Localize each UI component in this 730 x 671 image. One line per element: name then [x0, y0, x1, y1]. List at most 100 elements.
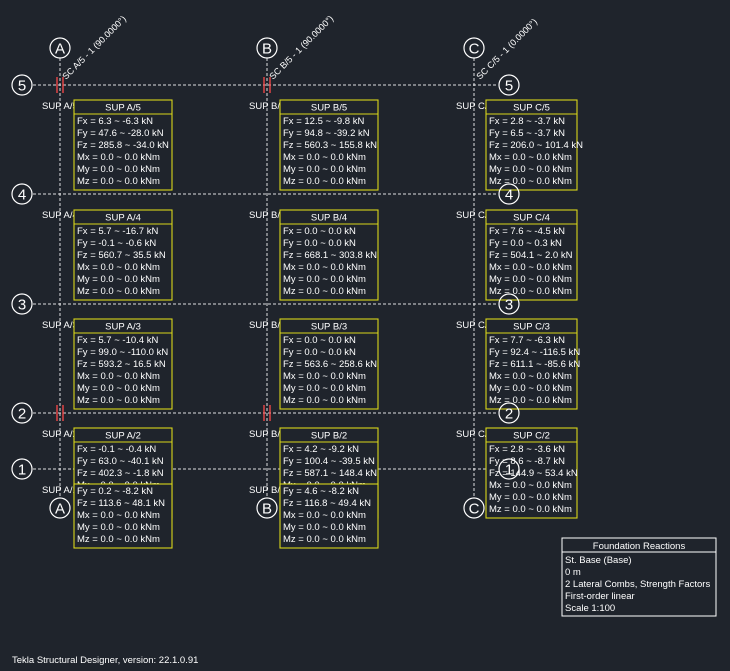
- grid-bubble-row-1: 1: [498, 458, 520, 480]
- reaction-line: My = 0.0 ~ 0.0 kNm: [77, 274, 160, 285]
- reaction-line: Fy = 0.2 ~ -8.2 kN: [77, 486, 153, 497]
- support-label: SUP A/5: [42, 101, 78, 112]
- support-label: SUP C/5: [456, 101, 493, 112]
- grid-bubble-label: 3: [505, 297, 513, 314]
- reaction-line: Mx = 0.0 ~ 0.0 kNm: [283, 371, 366, 382]
- reaction-line: Fy = 0.0 ~ 0.3 kN: [489, 238, 562, 249]
- reaction-line: Mz = 0.0 ~ 0.0 kNm: [77, 395, 160, 406]
- reaction-line: Fy = 0.0 ~ 0.0 kN: [283, 347, 356, 358]
- reaction-line: Mx = 0.0 ~ 0.0 kNm: [489, 371, 572, 382]
- reaction-line: Mz = 0.0 ~ 0.0 kNm: [283, 395, 366, 406]
- legend-title: Foundation Reactions: [593, 541, 686, 552]
- grid-bubble-row-5: 5: [498, 74, 520, 96]
- version-text: Tekla Structural Designer, version: 22.1…: [12, 655, 199, 666]
- support-box-frame: [73, 209, 173, 301]
- support-box-frame: [279, 483, 379, 549]
- support-box-frame: [73, 318, 173, 410]
- reaction-line: Fy = 92.4 ~ -116.5 kN: [489, 347, 580, 358]
- grid-bubble-label: 2: [18, 406, 26, 423]
- reaction-line: Mz = 0.0 ~ 0.0 kNm: [489, 395, 572, 406]
- reaction-line: Mx = 0.0 ~ 0.0 kNm: [77, 262, 160, 273]
- reaction-line: Fy = 63.0 ~ -40.1 kN: [77, 456, 164, 467]
- reaction-line: Fz = 611.1 ~ -85.6 kN: [489, 359, 580, 370]
- reaction-line: Mx = 0.0 ~ 0.0 kNm: [489, 262, 572, 273]
- reaction-line: My = 0.0 ~ 0.0 kNm: [489, 274, 572, 285]
- legend-box: Foundation Reactions St. Base (Base) 0 m…: [561, 537, 717, 617]
- support-box-frame: [485, 427, 578, 519]
- reaction-line: Fz = 593.2 ~ 16.5 kN: [77, 359, 166, 370]
- grid-bubble-label: B: [262, 501, 272, 518]
- reaction-line: Fz = 402.3 ~ -1.8 kN: [77, 468, 164, 479]
- support-label: SUP B/3: [249, 320, 285, 331]
- legend-line: 0 m: [565, 567, 581, 578]
- support-label: SUP A/4: [42, 210, 78, 221]
- reaction-line: Fz = 285.8 ~ -34.0 kN: [77, 140, 169, 151]
- support-box-frame: [73, 99, 173, 191]
- support-box-title: SUP A/5: [105, 103, 141, 114]
- grid-bubble-col-C: C: [463, 37, 485, 59]
- reaction-line: Mz = 0.0 ~ 0.0 kNm: [283, 176, 366, 187]
- reaction-line: Fy = 6.5 ~ -3.7 kN: [489, 128, 565, 139]
- support-box-frame: [73, 483, 173, 549]
- support-label: SUP A/1: [42, 485, 78, 496]
- support-label: SUP B/5: [249, 101, 285, 112]
- reaction-line: Fx = 5.7 ~ -10.4 kN: [77, 335, 158, 346]
- reaction-line: Fx = -0.1 ~ -0.4 kN: [77, 444, 156, 455]
- grid-bubble-label: 4: [505, 187, 513, 204]
- reaction-line: Mx = 0.0 ~ 0.0 kNm: [77, 510, 160, 521]
- support-box-title: SUP B/5: [311, 103, 347, 114]
- reaction-line: Fx = 2.8 ~ -3.6 kN: [489, 444, 565, 455]
- grid-bubble-col-A: A: [49, 37, 71, 59]
- reaction-line: Fx = 7.7 ~ -6.3 kN: [489, 335, 565, 346]
- reaction-line: Fz = 116.8 ~ 49.4 kN: [283, 498, 371, 509]
- reaction-line: Fy = 4.6 ~ -8.2 kN: [283, 486, 359, 497]
- support-label: SUP C/2: [456, 429, 493, 440]
- grid-bubble-col-C: C: [463, 497, 485, 519]
- grid-bubble-row-2: 2: [11, 402, 33, 424]
- support-box-frame: [485, 318, 578, 410]
- reaction-line: Mz = 0.0 ~ 0.0 kNm: [77, 534, 160, 545]
- column-marks: [56, 77, 271, 421]
- support-label: SUP A/2: [42, 429, 78, 440]
- reaction-line: Fz = 563.6 ~ 258.6 kN: [283, 359, 377, 370]
- grid-bubble-label: 5: [18, 78, 26, 95]
- reaction-line: Fx = 0.0 ~ 0.0 kN: [283, 226, 356, 237]
- legend-line: 2 Lateral Combs, Strength Factors: [565, 579, 710, 590]
- sc-labels: SC A/5 - 1 (90.0000°)SC B/5 - 1 (90.0000…: [60, 13, 539, 81]
- column-mark: [263, 405, 271, 421]
- grid-bubble-label: 4: [18, 187, 26, 204]
- grid-bubble-label: C: [469, 501, 480, 518]
- reaction-line: My = 0.0 ~ 0.0 kNm: [77, 383, 160, 394]
- grid-bubble-row-4: 4: [498, 183, 520, 205]
- support-box-title: SUP C/2: [513, 431, 550, 442]
- reaction-line: Fx = 7.6 ~ -4.5 kN: [489, 226, 565, 237]
- grid-bubble-label: 1: [505, 462, 513, 479]
- reaction-line: Fy = 8.6 ~ -8.7 kN: [489, 456, 565, 467]
- grid-bubble-label: 5: [505, 78, 513, 95]
- legend-line: Scale 1:100: [565, 603, 615, 614]
- support-label: SUP B/4: [249, 210, 285, 221]
- support-box-frame: [485, 99, 578, 191]
- grid-bubble-label: 1: [18, 462, 26, 479]
- column-mark: [56, 405, 64, 421]
- support-box-frame: [279, 209, 379, 301]
- reaction-line: Mx = 0.0 ~ 0.0 kNm: [283, 262, 366, 273]
- reaction-line: Fy = 0.0 ~ 0.0 kN: [283, 238, 356, 249]
- reaction-line: Fx = 4.2 ~ -9.2 kN: [283, 444, 359, 455]
- grid-bubble-label: 3: [18, 297, 26, 314]
- reaction-line: My = 0.0 ~ 0.0 kNm: [77, 522, 160, 533]
